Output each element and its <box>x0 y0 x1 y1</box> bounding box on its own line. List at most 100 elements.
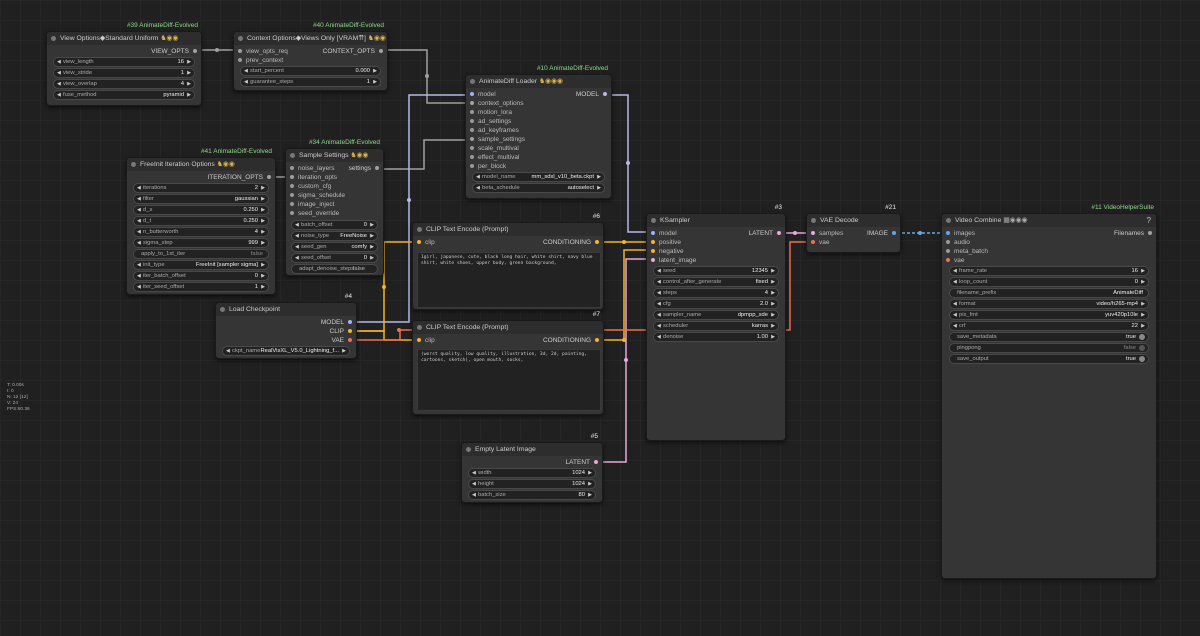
node-title[interactable]: Sample Settings ♞◉◉ <box>286 149 383 162</box>
arrow-left-icon[interactable]: ◀ <box>953 323 957 329</box>
port-dot-icon[interactable] <box>594 460 598 464</box>
arrow-right-icon[interactable]: ▶ <box>261 218 265 224</box>
arrow-right-icon[interactable]: ▶ <box>771 301 775 307</box>
port-dot-icon[interactable] <box>595 240 599 244</box>
collapse-dot-icon[interactable] <box>220 307 225 312</box>
arrow-left-icon[interactable]: ◀ <box>137 229 141 235</box>
input-sample-settings[interactable]: sample_settings <box>466 135 611 144</box>
toggle-knob-icon[interactable] <box>1139 345 1145 351</box>
arrow-right-icon[interactable]: ▶ <box>373 68 377 74</box>
arrow-left-icon[interactable]: ◀ <box>657 290 661 296</box>
port-dot-icon[interactable] <box>290 175 294 179</box>
input-view-opts-req[interactable]: view_opts_req CONTEXT_OPTS <box>234 47 387 56</box>
input-negative[interactable]: negative <box>647 247 785 256</box>
collapse-dot-icon[interactable] <box>811 218 816 223</box>
arrow-right-icon[interactable]: ▶ <box>370 255 374 261</box>
arrow-right-icon[interactable]: ▶ <box>1141 323 1145 329</box>
node-title[interactable]: View Options◆Standard Uniform ♞◉◉ <box>47 32 201 45</box>
collapse-dot-icon[interactable] <box>290 153 295 158</box>
port-dot-icon[interactable] <box>1148 231 1152 235</box>
arrow-right-icon[interactable]: ▶ <box>1141 279 1145 285</box>
node-title[interactable]: AnimateDiff Loader ♞◉◉◉ <box>466 75 611 88</box>
arrow-left-icon[interactable]: ◀ <box>137 262 141 268</box>
arrow-right-icon[interactable]: ▶ <box>771 268 775 274</box>
arrow-left-icon[interactable]: ◀ <box>657 323 661 329</box>
arrow-right-icon[interactable]: ▶ <box>370 233 374 239</box>
port-dot-icon[interactable] <box>470 164 474 168</box>
port-dot-icon[interactable] <box>290 166 294 170</box>
node-context-options[interactable]: Context Options◆Views Only [VRAM⇈] ♞◉◉ v… <box>233 31 388 91</box>
port-dot-icon[interactable] <box>603 92 607 96</box>
arrow-right-icon[interactable]: ▶ <box>771 290 775 296</box>
node-view-options[interactable]: View Options◆Standard Uniform ♞◉◉ VIEW_O… <box>46 31 202 106</box>
port-dot-icon[interactable] <box>946 231 950 235</box>
arrow-right-icon[interactable]: ▶ <box>187 92 191 98</box>
collapse-dot-icon[interactable] <box>238 36 243 41</box>
arrow-right-icon[interactable]: ▶ <box>597 174 601 180</box>
input-custom-cfg[interactable]: custom_cfg <box>286 182 383 191</box>
arrow-left-icon[interactable]: ◀ <box>295 233 299 239</box>
arrow-left-icon[interactable]: ◀ <box>476 185 480 191</box>
arrow-right-icon[interactable]: ▶ <box>261 284 265 290</box>
output-iteration-opts[interactable]: ITERATION_OPTS <box>127 173 275 182</box>
port-dot-icon[interactable] <box>238 58 242 62</box>
output-latent[interactable]: LATENT <box>462 458 602 467</box>
node-title[interactable]: Context Options◆Views Only [VRAM⇈] ♞◉◉ <box>234 32 387 45</box>
port-dot-icon[interactable] <box>651 240 655 244</box>
arrow-left-icon[interactable]: ◀ <box>137 196 141 202</box>
arrow-right-icon[interactable]: ▶ <box>771 279 775 285</box>
arrow-left-icon[interactable]: ◀ <box>472 470 476 476</box>
input-ad-settings[interactable]: ad_settings <box>466 117 611 126</box>
arrow-left-icon[interactable]: ◀ <box>57 92 61 98</box>
arrow-left-icon[interactable]: ◀ <box>244 68 248 74</box>
collapse-dot-icon[interactable] <box>470 79 475 84</box>
input-prev-context[interactable]: prev_context <box>234 56 387 65</box>
arrow-right-icon[interactable]: ▶ <box>771 312 775 318</box>
input-per-block[interactable]: per_block <box>466 162 611 171</box>
arrow-right-icon[interactable]: ▶ <box>771 323 775 329</box>
arrow-left-icon[interactable]: ◀ <box>953 268 957 274</box>
node-title[interactable]: CLIP Text Encode (Prompt) <box>413 223 603 236</box>
input-meta-batch[interactable]: meta_batch <box>942 247 1156 256</box>
collapse-dot-icon[interactable] <box>51 36 56 41</box>
arrow-right-icon[interactable]: ▶ <box>261 229 265 235</box>
input-context-options[interactable]: context_options <box>466 99 611 108</box>
arrow-right-icon[interactable]: ▶ <box>588 481 592 487</box>
port-dot-icon[interactable] <box>348 320 352 324</box>
port-dot-icon[interactable] <box>417 240 421 244</box>
port-dot-icon[interactable] <box>267 175 271 179</box>
input-audio[interactable]: audio <box>942 238 1156 247</box>
input-image-inject[interactable]: image_inject <box>286 200 383 209</box>
arrow-left-icon[interactable]: ◀ <box>657 268 661 274</box>
arrow-left-icon[interactable]: ◀ <box>137 218 141 224</box>
arrow-right-icon[interactable]: ▶ <box>261 273 265 279</box>
toggle-knob-icon[interactable] <box>1139 334 1145 340</box>
arrow-right-icon[interactable]: ▶ <box>1141 268 1145 274</box>
input-sigma-schedule[interactable]: sigma_schedule <box>286 191 383 200</box>
output-clip[interactable]: CLIP <box>216 327 356 336</box>
